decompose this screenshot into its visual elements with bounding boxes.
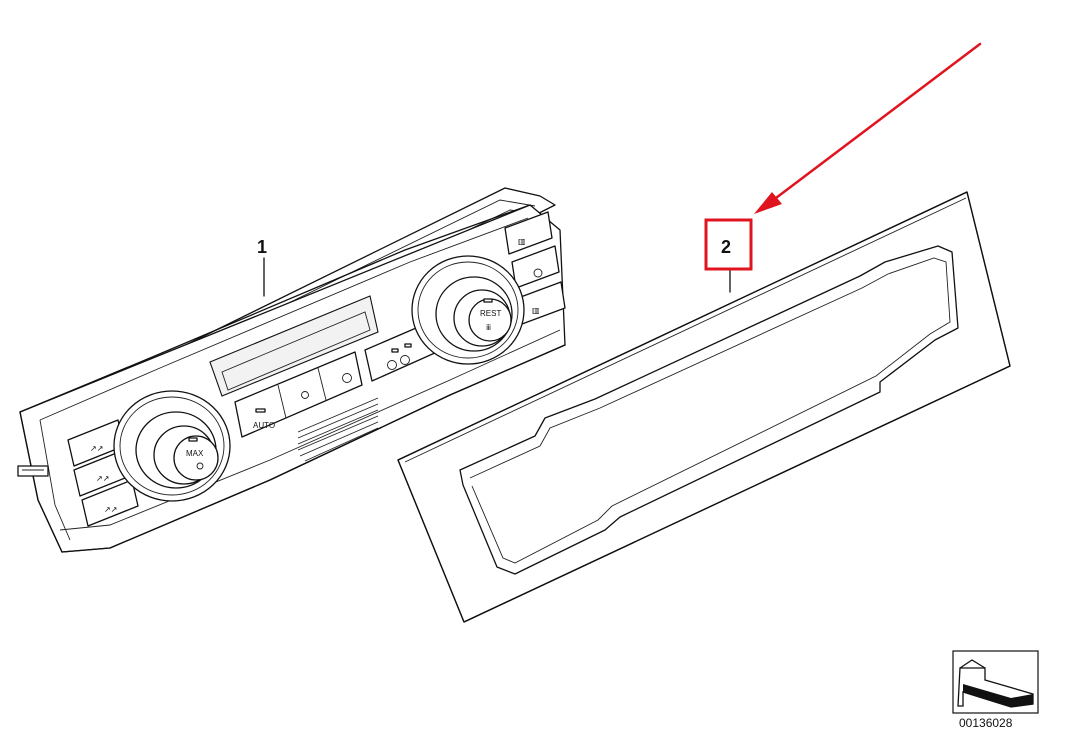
red-pointer-arrow xyxy=(754,42,982,214)
svg-text:ⅲ: ⅲ xyxy=(486,323,491,332)
auto-button-label: AUTO xyxy=(253,421,275,430)
trim-frame-bezel: 2 xyxy=(397,191,1011,623)
vent-grille xyxy=(297,397,379,462)
knob-left-label: MAX xyxy=(186,449,204,458)
climate-control-panel: AUTO ↗↗ ↗↗ ↗↗ xyxy=(17,187,566,553)
svg-text:↗↗: ↗↗ xyxy=(104,505,117,514)
svg-text:▥: ▥ xyxy=(532,306,540,315)
highlight-box xyxy=(704,218,753,271)
temperature-knob-right: REST ⅲ xyxy=(411,255,525,365)
right-button-column: ▥ ▥ xyxy=(504,211,566,325)
svg-text:▥: ▥ xyxy=(518,237,526,246)
orientation-arrow-icon xyxy=(952,650,1039,714)
reference-number: 00136028 xyxy=(959,716,1013,730)
callout-number-1: 1 xyxy=(257,237,267,257)
svg-text:↗↗: ↗↗ xyxy=(96,474,109,483)
callout-number-2: 2 xyxy=(721,237,731,257)
temperature-knob-left: MAX xyxy=(113,390,231,502)
svg-text:↗↗: ↗↗ xyxy=(90,444,103,453)
knob-right-label: REST xyxy=(480,309,501,318)
